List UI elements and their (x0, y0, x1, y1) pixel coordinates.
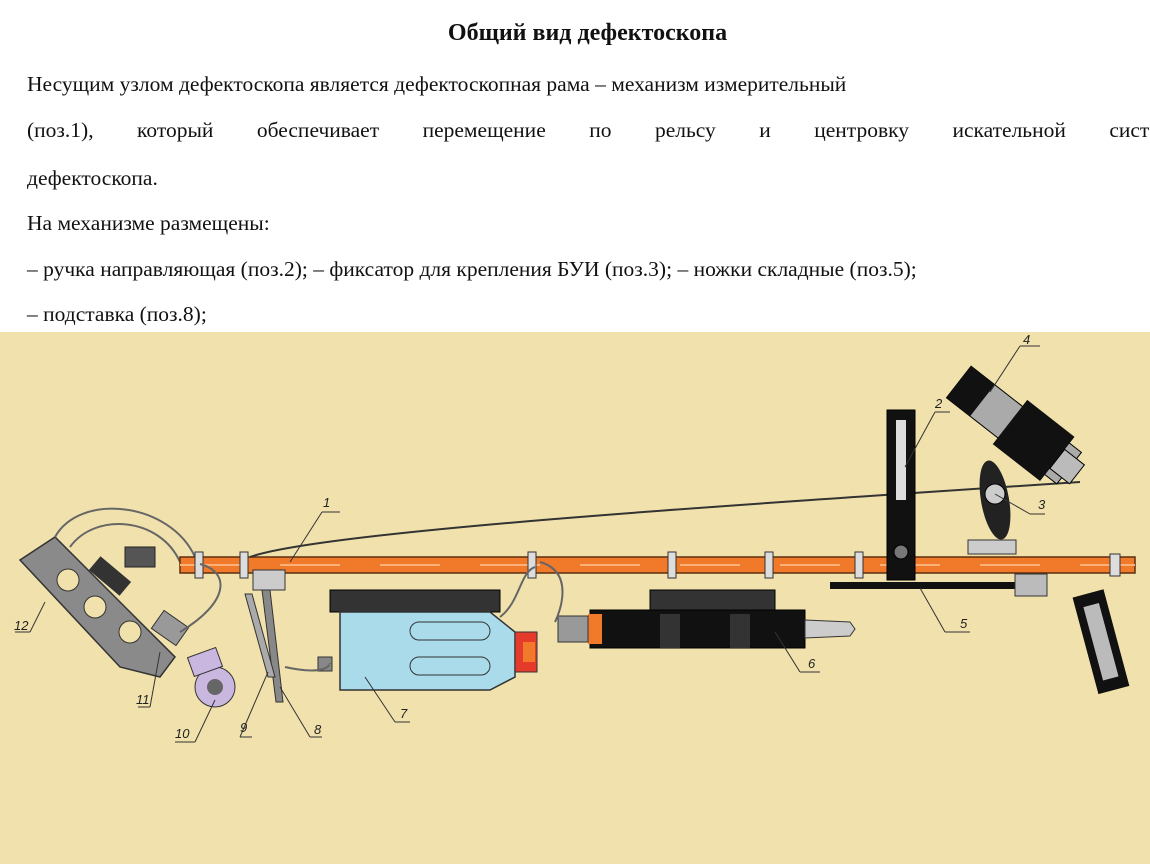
callout-9: 9 (240, 720, 247, 735)
callout-1: 1 (323, 495, 330, 510)
list-intro: На механизме размещены: (27, 211, 270, 235)
valves-11 (150, 561, 564, 672)
callout-3: 3 (1038, 497, 1046, 512)
justified-word: системы (1109, 118, 1150, 142)
justified-word: перемещение (422, 118, 546, 142)
justified-word: и (759, 118, 771, 142)
justified-word: обеспечивает (256, 118, 380, 142)
callout-11: 11 (136, 692, 150, 707)
callout-5: 5 (960, 616, 968, 631)
callout-4: 4 (1023, 332, 1030, 347)
frame-plate-12 (18, 507, 196, 678)
electronic-unit-4 (945, 365, 1086, 485)
probe-block-6 (557, 589, 856, 649)
folding-legs-5 (830, 573, 1130, 695)
justified-word: (поз.1), (27, 118, 94, 142)
callout-10: 10 (175, 726, 190, 741)
callout-12: 12 (14, 618, 29, 633)
water-tank-7 (317, 589, 538, 691)
pump-10 (186, 646, 236, 708)
guide-handle-2 (886, 409, 916, 581)
paragraph-line-2: (поз.1), который обеспечивает перемещение по… (27, 118, 1150, 143)
list-line-2: – подставка (поз.8); (27, 302, 207, 326)
justified-word: центровку (814, 118, 910, 142)
page-title: Общий вид дефектоскопа (447, 20, 728, 46)
justified-word: искательной (952, 118, 1066, 142)
bui-fixer-3 (967, 460, 1017, 555)
list-line-1: – ручка направляющая (поз.2); – фиксатор… (27, 257, 917, 281)
paragraph-line-1: Несущим узлом дефектоскопа является дефе… (27, 72, 847, 96)
flaw-detector-drawing: 1 2 3 4 5 6 7 8 9 10 11 12 (0, 332, 1150, 864)
justified-word: по (589, 118, 612, 142)
paragraph-line-3: дефектоскопа. (27, 166, 158, 190)
justified-word: рельсу (654, 118, 716, 142)
callout-6: 6 (808, 656, 816, 671)
callout-2: 2 (934, 396, 943, 411)
callout-8: 8 (314, 722, 322, 737)
stand-8 (244, 569, 286, 703)
callout-7: 7 (400, 706, 408, 721)
justified-word: который (137, 118, 214, 142)
callout-leaders (15, 345, 1045, 743)
